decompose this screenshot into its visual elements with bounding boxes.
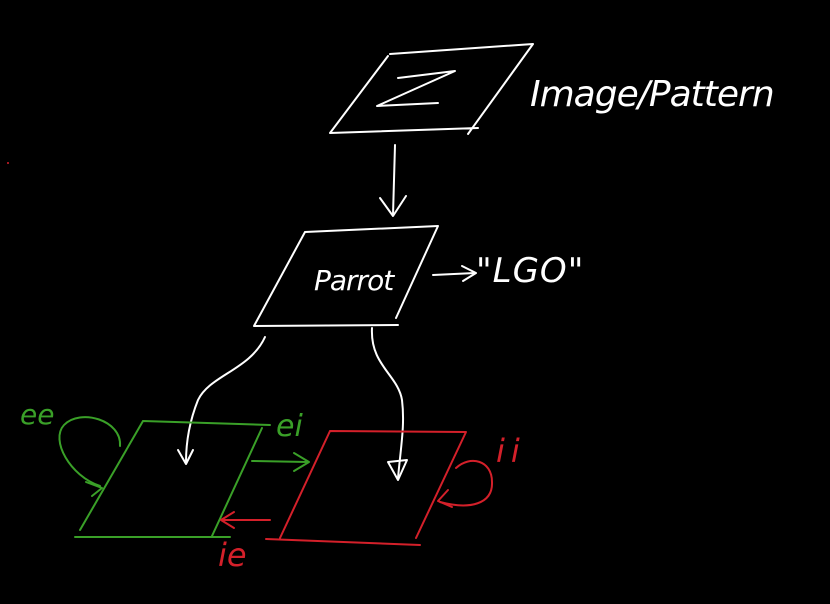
bottom-right-node: ii ie <box>218 430 526 574</box>
parrot-label: Parrot <box>314 264 395 297</box>
green-parallelogram <box>74 420 271 538</box>
image-pattern-parallelogram <box>329 43 534 135</box>
arrow-ei <box>251 460 309 463</box>
self-loop-ii-label: ii <box>496 432 526 470</box>
z-glyph-icon <box>376 70 456 107</box>
image-pattern-node: Image/Pattern <box>329 43 775 135</box>
arrow-parrot-to-right-node <box>370 327 408 481</box>
transition-ie-label: ie <box>218 536 247 574</box>
arrow-image-to-parrot <box>379 144 407 217</box>
parrot-parallelogram <box>253 225 439 327</box>
green-self-loop <box>58 416 122 487</box>
transition-ei-label: ei <box>276 409 303 444</box>
ink-speck <box>7 162 9 164</box>
bottom-left-node: ee ei <box>20 398 310 538</box>
arrow-parrot-to-output: "LGO" <box>432 251 584 291</box>
arrow-parrot-to-left-node <box>177 336 266 465</box>
parrot-node: Parrot <box>253 225 439 327</box>
image-pattern-label: Image/Pattern <box>530 74 774 115</box>
red-self-loop <box>439 459 494 507</box>
self-loop-ee-label: ee <box>20 398 54 431</box>
parrot-output-label: "LGO" <box>476 251 584 291</box>
red-parallelogram <box>265 430 467 546</box>
